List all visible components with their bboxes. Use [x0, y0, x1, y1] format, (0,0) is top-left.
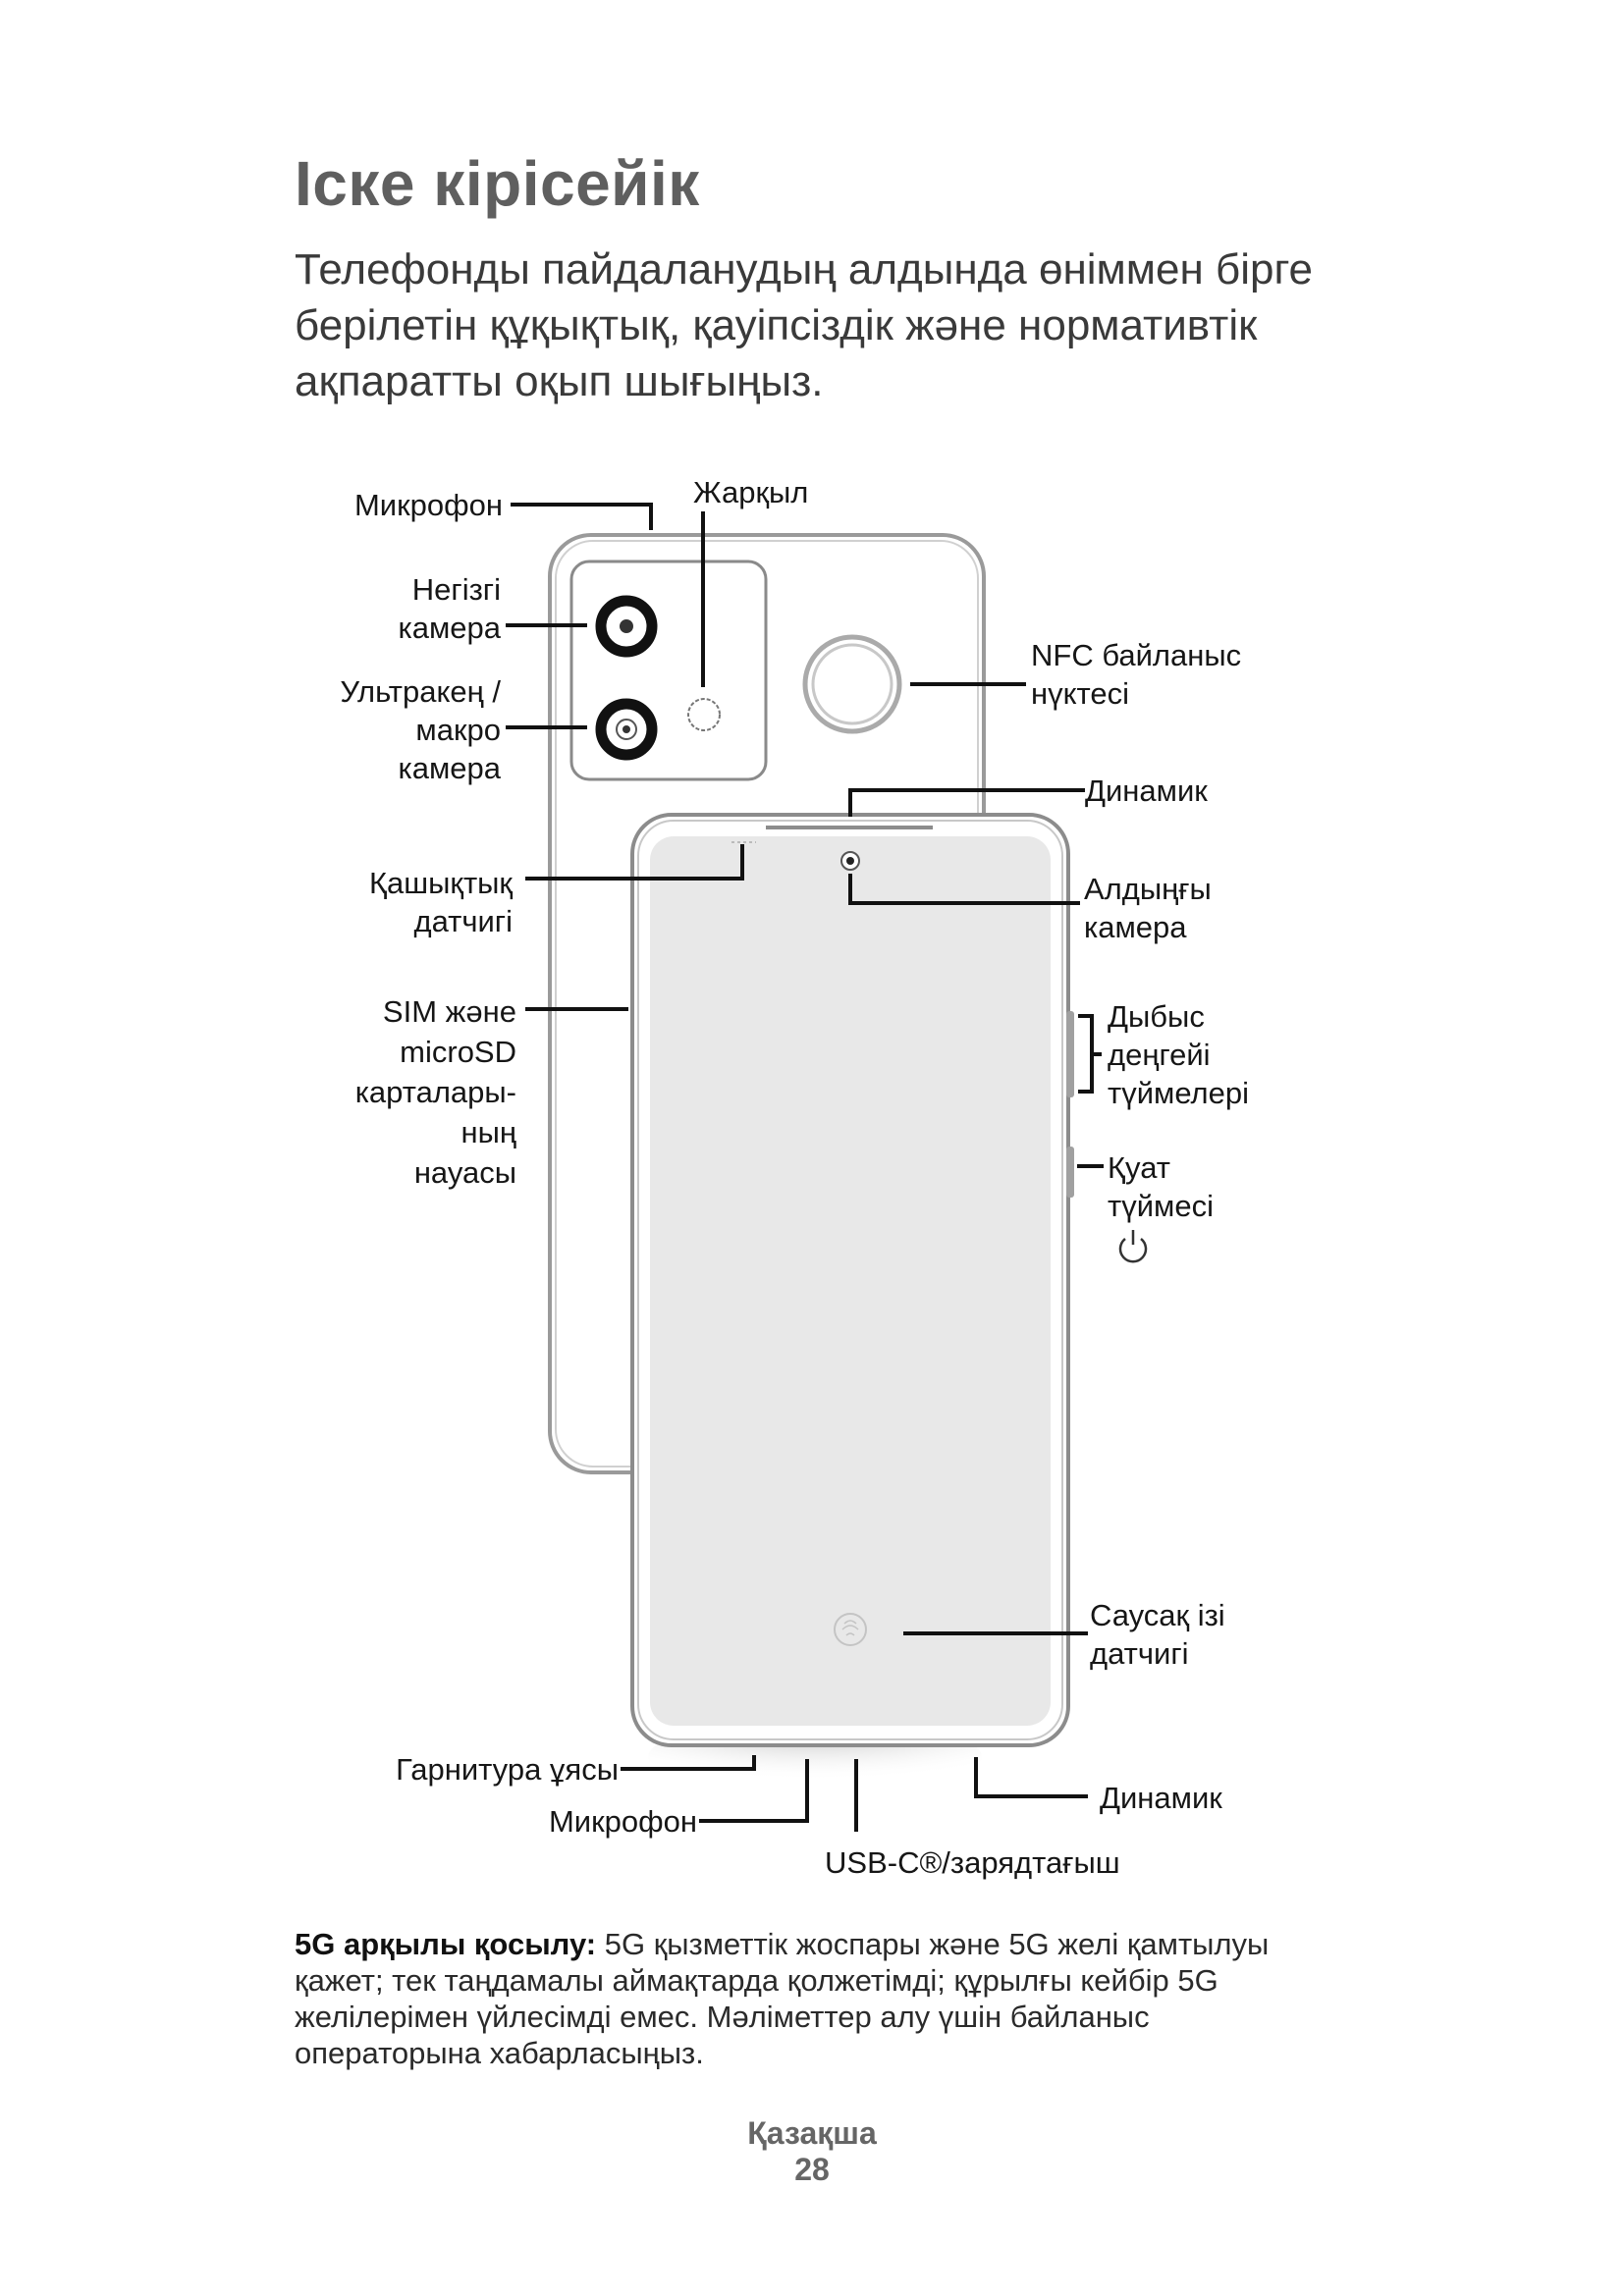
footer-language: Қазақша [747, 2115, 877, 2151]
label-speaker-bottom: Динамик [1100, 1781, 1222, 1815]
label-power-button: Қуат түймесі [1108, 1150, 1214, 1223]
leader-lines [506, 503, 1104, 1832]
label-nfc: NFC байланыс нүктесі [1031, 638, 1242, 711]
label-flash: Жарқыл [693, 475, 809, 509]
ultrawide-camera-lens [595, 698, 658, 761]
5g-note-text: 5G қызметтік жоспары және 5G желі қамтыл… [295, 1927, 1270, 2070]
5g-note: 5G арқылы қосылу: 5G қызметтік жоспары ж… [295, 1926, 1335, 2071]
fingerprint-icon [834, 1613, 867, 1646]
label-front-camera: Алдыңғы камера [1084, 872, 1212, 944]
page-number: 28 [794, 2152, 830, 2187]
page-title: Іске кірісейік [295, 148, 700, 219]
label-usb-c: USB-C®/зарядтағыш [825, 1845, 1120, 1880]
camera-module [569, 560, 768, 781]
label-ultrawide-camera: Ультракең / макро камера [340, 674, 501, 785]
phone-front [630, 813, 1074, 1747]
5g-note-heading: 5G арқылы қосылу: [295, 1927, 597, 1961]
main-camera-lens [595, 595, 658, 658]
nfc-ring [802, 634, 902, 734]
label-proximity-sensor: Қашықтық датчигі [368, 866, 513, 938]
volume-button [1066, 1011, 1074, 1097]
label-headset-jack: Гарнитура ұясы [396, 1752, 619, 1787]
label-microphone-top: Микрофон [353, 488, 503, 522]
label-speaker-top: Динамик [1085, 774, 1208, 808]
screen [650, 836, 1051, 1726]
front-camera-lens [840, 851, 860, 871]
power-icon [1118, 1230, 1148, 1263]
flash-icon [687, 698, 721, 731]
label-microphone-bottom: Микрофон [548, 1804, 697, 1839]
label-fingerprint-sensor: Саусақ ізі датчигі [1090, 1598, 1225, 1671]
label-sim-tray: SIM және microSD карталары- ның науасы [354, 994, 516, 1190]
power-button-shape [1066, 1147, 1074, 1198]
label-volume-buttons: Дыбыс деңгейі түймелері [1108, 999, 1249, 1110]
label-main-camera: Негізгі камера [398, 572, 501, 645]
intro-paragraph: Телефонды пайдаланудың алдында өніммен б… [295, 245, 1314, 405]
